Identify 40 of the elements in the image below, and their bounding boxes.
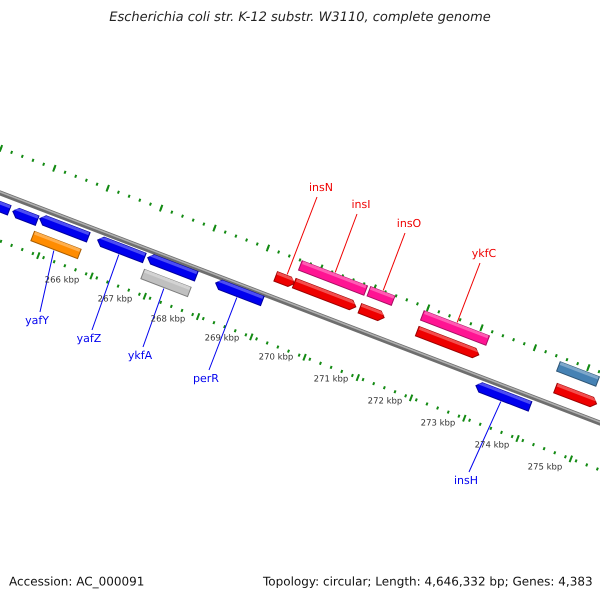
scale-label: 273 kbp bbox=[420, 419, 456, 429]
leader-line bbox=[382, 232, 406, 291]
gene-label: ykfC bbox=[472, 248, 496, 260]
gene-block bbox=[553, 382, 598, 408]
leader-line bbox=[208, 297, 238, 370]
gene-block bbox=[215, 280, 265, 306]
gene-label: ykfA bbox=[128, 350, 152, 362]
gene-bar bbox=[556, 361, 600, 387]
gene-block bbox=[357, 303, 385, 322]
gene-bar bbox=[30, 230, 82, 260]
scale-label: 270 kbp bbox=[258, 353, 294, 363]
gene-block bbox=[0, 198, 12, 216]
gene-label: insO bbox=[396, 218, 422, 230]
leader-line bbox=[286, 196, 318, 275]
gene-label: insN bbox=[309, 182, 333, 194]
gene-block bbox=[475, 382, 533, 412]
gene-bar bbox=[140, 268, 192, 298]
scale-label: 275 kbp bbox=[528, 463, 562, 473]
gene-label: insI bbox=[352, 198, 370, 212]
scale-label: 269 kbp bbox=[204, 334, 240, 344]
leader-line bbox=[468, 401, 502, 472]
footer-text: Accession: AC_000091 bbox=[9, 575, 144, 589]
gene-block bbox=[97, 236, 147, 264]
gene-block bbox=[273, 271, 295, 287]
gene-block bbox=[12, 208, 40, 226]
gene-label: perR bbox=[193, 372, 219, 386]
gene-label: yafY bbox=[25, 314, 49, 328]
gene-label: insH bbox=[454, 474, 478, 488]
leader-line bbox=[92, 254, 120, 330]
leader-line bbox=[334, 214, 358, 273]
title: Escherichia coli str. K-12 substr. W3110, complete genome bbox=[109, 10, 491, 26]
leader-line bbox=[456, 262, 480, 323]
scale-label: 272 kbp bbox=[368, 397, 402, 407]
gene-bar bbox=[366, 286, 396, 306]
footer-text: Topology: circular; Length: 4,646,332 bp; Genes: 4,383 bbox=[263, 575, 593, 589]
gene-label: yafZ bbox=[76, 332, 102, 346]
gene-block bbox=[414, 326, 480, 358]
leader-line bbox=[142, 288, 164, 348]
scale-label: 271 kbp bbox=[314, 375, 348, 385]
gene-block bbox=[292, 278, 356, 310]
